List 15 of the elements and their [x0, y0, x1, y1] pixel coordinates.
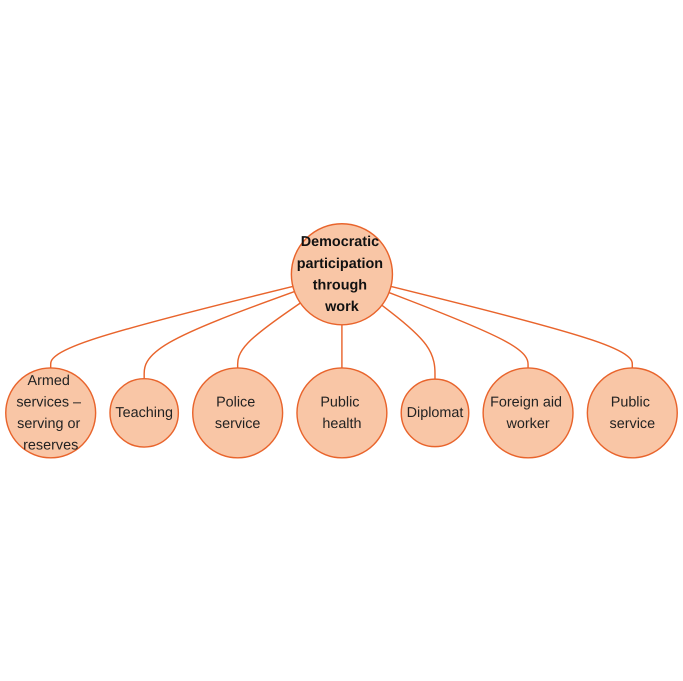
node-circle: Diplomat [400, 378, 470, 448]
connector [143, 290, 295, 378]
connector [236, 302, 301, 368]
node-circle: Democratic participation through work [290, 222, 394, 326]
connector [390, 285, 634, 368]
node-circle: Police service [192, 366, 284, 458]
node-circle: Public service [586, 366, 678, 458]
node-circle: Foreign aid worker [482, 366, 574, 458]
node-circle: Public health [296, 366, 388, 458]
connector [341, 324, 343, 368]
node-circle: Teaching [109, 378, 180, 448]
connector [381, 304, 436, 379]
connector [50, 285, 294, 368]
node-circle: Armed services – serving or reserves [5, 366, 96, 458]
connector [388, 292, 529, 368]
